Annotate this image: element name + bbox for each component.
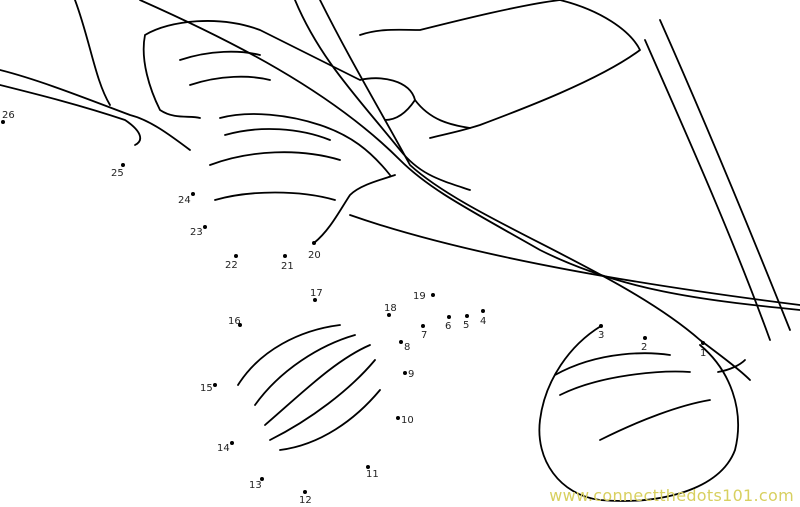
dot-15: [213, 383, 217, 387]
dot-23: [203, 225, 207, 229]
leaf-center-vein: [179, 50, 271, 86]
branch-main: [139, 0, 800, 311]
dot-label-2: 2: [641, 342, 647, 353]
dot-label-25: 25: [111, 168, 124, 179]
dot-label-6: 6: [445, 321, 451, 332]
dot-label-1: 1: [700, 348, 706, 359]
dot-14: [230, 441, 234, 445]
dot-label-23: 23: [190, 227, 203, 238]
dot-25: [121, 163, 125, 167]
dot-label-3: 3: [598, 330, 604, 341]
dot-19: [431, 293, 435, 297]
stem-left: [0, 69, 191, 151]
dot-label-24: 24: [178, 195, 191, 206]
dot-10: [396, 416, 400, 420]
dot-label-4: 4: [480, 316, 486, 327]
dot-24: [191, 192, 195, 196]
dot-label-20: 20: [308, 250, 321, 261]
dot-8: [399, 340, 403, 344]
dot-18: [387, 313, 391, 317]
fig-top-ribs: [209, 128, 341, 201]
dot-7: [421, 324, 425, 328]
dot-label-15: 15: [200, 383, 213, 394]
branch-right: [319, 0, 751, 381]
dot-label-14: 14: [217, 443, 230, 454]
leaf-top: [359, 0, 641, 139]
dot-label-9: 9: [408, 369, 414, 380]
dot-label-19: 19: [413, 291, 426, 302]
dot-4: [481, 309, 485, 313]
leaf-left: [74, 0, 111, 106]
dot-label-13: 13: [249, 480, 262, 491]
dot-label-16: 16: [228, 316, 241, 327]
branch-far-right: [644, 39, 771, 341]
fig-right-outline: [538, 325, 739, 502]
dot-16: [238, 323, 242, 327]
dot-label-8: 8: [404, 342, 410, 353]
dot-label-18: 18: [384, 303, 397, 314]
dot-label-7: 7: [421, 330, 427, 341]
dot-21: [283, 254, 287, 258]
fig-right-ribs: [554, 352, 711, 441]
dot-label-17: 17: [310, 288, 323, 299]
fig-middle-ribs: [237, 324, 381, 451]
dot-9: [403, 371, 407, 375]
dot-label-11: 11: [366, 469, 379, 480]
fig-top-outline: [219, 113, 396, 244]
branch-far-right-2: [659, 19, 791, 331]
branch-main-lower: [294, 0, 471, 191]
dot-label-22: 22: [225, 260, 238, 271]
dot-22: [234, 254, 238, 258]
dot-13: [260, 477, 264, 481]
fig-right-stem: [717, 359, 746, 373]
dot-1: [701, 341, 705, 345]
dot-5: [465, 314, 469, 318]
dot-label-26: 26: [2, 110, 15, 121]
stem-left-2: [0, 84, 142, 146]
dot-3: [599, 324, 603, 328]
dot-label-12: 12: [299, 495, 312, 506]
leaf-top-edge: [414, 99, 471, 129]
dot-label-5: 5: [463, 320, 469, 331]
dot-2: [643, 336, 647, 340]
dot-26: [1, 120, 5, 124]
leaf-center: [142, 20, 416, 121]
dot-20: [312, 241, 316, 245]
branch-lower: [349, 214, 800, 306]
dot-17: [313, 298, 317, 302]
dot-11: [366, 465, 370, 469]
watermark: www.connectthedots101.com: [549, 486, 794, 505]
dots-layer: 1234567891011121314151617181920212223242…: [1, 110, 706, 506]
dot-6: [447, 315, 451, 319]
dot-12: [303, 490, 307, 494]
dot-label-10: 10: [401, 415, 414, 426]
dot-label-21: 21: [281, 261, 294, 272]
